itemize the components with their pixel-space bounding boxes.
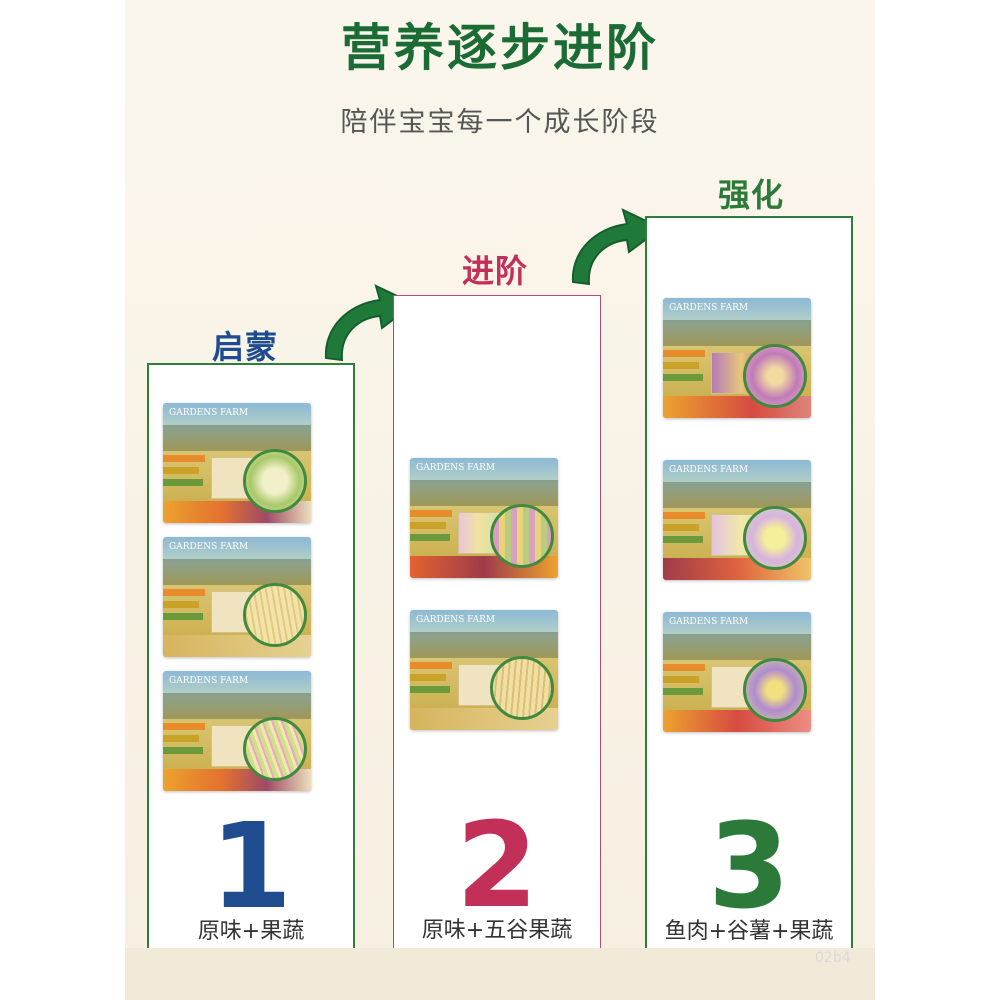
noodle-closeup-icon <box>490 656 554 720</box>
stage-label-3: 强化 <box>718 176 785 214</box>
page-subtitle: 陪伴宝宝每一个成长阶段 <box>340 107 660 138</box>
pasta-closeup-icon <box>743 506 807 570</box>
stage-column-2: GARDENS FARM GARDENS FARM 2 原味+五谷果蔬 <box>393 295 601 953</box>
product-box: GARDENS FARM <box>163 671 311 791</box>
product-box: GARDENS FARM <box>163 403 311 523</box>
stage-column-3: GARDENS FARM GARDENS FARM GARDENS FARM 3… <box>645 216 853 953</box>
pasta-closeup-icon <box>743 658 807 722</box>
watermark: 02b4 <box>815 950 851 966</box>
noodle-closeup-icon <box>243 583 307 647</box>
product-box: GARDENS FARM <box>663 298 811 418</box>
pasta-closeup-icon <box>243 449 307 513</box>
noodle-closeup-icon <box>243 717 307 781</box>
product-box: GARDENS FARM <box>663 612 811 732</box>
bottom-strip <box>125 948 875 1000</box>
step-description: 原味+五谷果蔬 <box>421 918 573 943</box>
stage-label-2: 进阶 <box>462 252 529 290</box>
noodle-closeup-icon <box>490 504 554 568</box>
product-box: GARDENS FARM <box>410 610 558 730</box>
step-number: 1 <box>209 797 293 935</box>
page-title: 营养逐步进阶 <box>341 19 659 77</box>
stage-column-1: GARDENS FARM GARDENS FARM GARDENS FARM 1… <box>147 363 355 953</box>
product-box: GARDENS FARM <box>410 458 558 578</box>
product-box: GARDENS FARM <box>663 460 811 580</box>
pasta-closeup-icon <box>743 344 807 408</box>
stage-label-1: 启蒙 <box>212 328 279 366</box>
step-number: 2 <box>455 796 539 934</box>
step-number: 3 <box>707 797 791 935</box>
step-description: 鱼肉+谷薯+果蔬 <box>664 919 834 944</box>
product-box: GARDENS FARM <box>163 537 311 657</box>
step-description: 原味+果蔬 <box>197 919 305 944</box>
